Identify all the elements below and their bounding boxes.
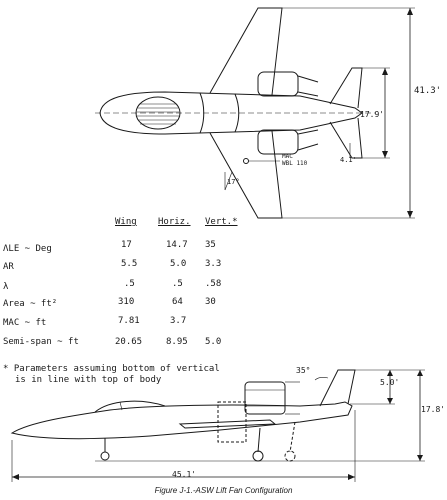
upper-wing: [209, 7, 283, 96]
side-canopy: [94, 400, 166, 413]
row-label-semispan: Semi-span ~ ft: [3, 337, 79, 347]
fan-nacelle: [244, 381, 286, 415]
row-label-taper: λ: [3, 282, 9, 292]
footnote-line-1: * Parameters assuming bottom of vertical: [3, 364, 220, 374]
cell-ar-wing: 5.5: [121, 259, 138, 269]
top-view-drawing: [95, 7, 415, 219]
side-view-drawing: [10, 369, 425, 482]
upper-fan-pod: [257, 71, 299, 97]
nose-wheel: [100, 451, 110, 461]
figure-caption: Figure J-1.-ASW Lift Fan Configuration: [154, 486, 293, 495]
side-wing: [178, 419, 277, 429]
tail-angle-label: 35°: [296, 366, 311, 375]
cell-mac-horiz: 3.7: [170, 316, 187, 326]
row-label-sweep: ΛLE ~ Deg: [3, 244, 52, 254]
tail-span-dimension-label: 17.9': [360, 110, 385, 119]
cell-sweep-vert: 35: [205, 240, 216, 250]
mac-label: MAC: [282, 153, 293, 160]
col-header-wing: Wing: [115, 217, 137, 227]
cell-taper-wing: .5: [124, 279, 135, 289]
vertical-tail: [319, 369, 356, 407]
cell-area-horiz: 64: [172, 297, 183, 307]
col-header-vert: Vert.*: [205, 217, 238, 227]
row-label-mac: MAC ~ ft: [3, 318, 47, 328]
footnote-line-2: is in line with top of body: [15, 375, 162, 385]
lower-stabilizer: [329, 117, 363, 159]
cell-area-wing: 310: [118, 297, 135, 307]
length-dimension-label: 45.1': [172, 470, 197, 479]
span-dimension-label: 41.3': [414, 86, 442, 96]
row-label-area: Area ~ ft²: [3, 299, 58, 309]
fan-offset-dimension-label: 4.1': [340, 156, 357, 164]
mac-sub-label: WBL 110: [282, 160, 308, 167]
cell-mac-wing: 7.81: [118, 316, 140, 326]
lower-fan-pod: [257, 129, 299, 155]
cell-semispan-horiz: 8.95: [166, 337, 188, 347]
cell-sweep-wing: 17: [121, 240, 132, 250]
cell-semispan-vert: 5.0: [205, 337, 222, 347]
sweep-angle-label: 17°: [227, 178, 240, 186]
overall-height-label: 17.8': [421, 405, 446, 414]
cell-semispan-wing: 20.65: [115, 337, 143, 347]
cell-ar-horiz: 5.0: [170, 259, 187, 269]
lower-wing: [209, 130, 283, 219]
row-label-ar: AR: [3, 262, 14, 272]
cell-taper-horiz: .5: [172, 279, 183, 289]
cell-area-vert: 30: [205, 297, 216, 307]
main-wheel: [252, 450, 264, 462]
upper-stabilizer: [329, 67, 363, 109]
cell-ar-vert: 3.3: [205, 259, 222, 269]
cell-taper-vert: .58: [205, 279, 222, 289]
fin-height-label: 5.0': [380, 378, 400, 387]
side-fuselage: [10, 401, 353, 440]
col-header-horiz: Horiz.: [158, 217, 191, 227]
cell-sweep-horiz: 14.7: [166, 240, 188, 250]
